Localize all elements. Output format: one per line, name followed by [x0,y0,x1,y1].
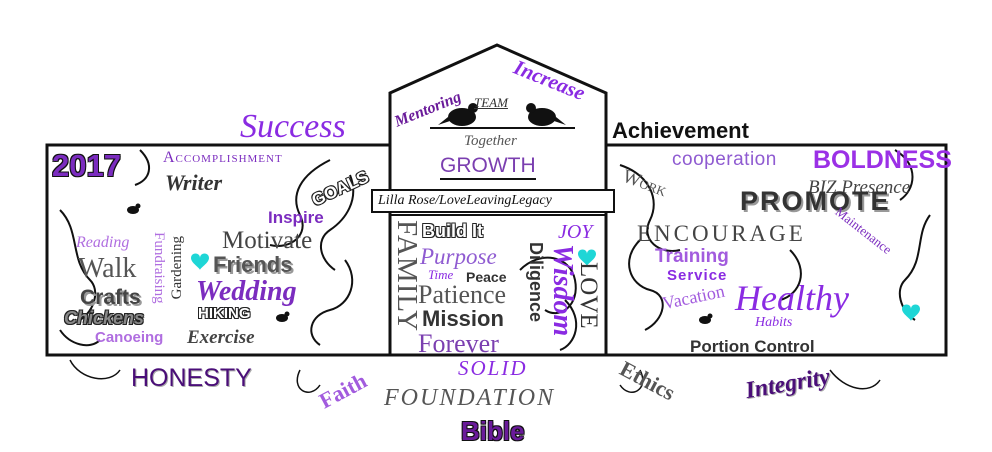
word-team: TEAM [474,95,508,110]
word-honesty: HONESTY [131,364,252,392]
banner-text: Lilla Rose/LoveLeavingLegacy [378,193,552,208]
word-2017: 2017 [52,148,121,183]
word-together: Together [464,133,517,149]
word-healthy: Healthy [735,278,849,318]
word-forever: Forever [418,329,499,358]
word-peace: Peace [466,269,507,285]
word-family: FAMILY [391,220,423,333]
word-wedding: Wedding [196,276,297,307]
word-accomplishment: Accomplishment [163,149,283,166]
word-chickens: Chickens [64,308,145,328]
vine-icon [69,359,881,393]
word-foundation: FOUNDATION [384,385,556,411]
word-motivate: Motivate [222,227,313,254]
word-patience: Patience [418,280,507,309]
word-growth: GROWTH [440,155,536,180]
word-reading: Reading [76,234,130,251]
word-fundraising: Fundraising [151,232,167,304]
bird-icon [438,103,478,126]
word-habits: Habits [755,315,793,330]
word-encourage: ENCOURAGE [637,221,806,246]
word-love: LOVE [575,262,602,329]
bird-icon [127,203,713,324]
word-hiking: HIKING [198,305,251,322]
word-wisdom: Wisdom [547,244,578,337]
word-canoeing: Canoeing [95,329,164,346]
word-crafts: Crafts [80,286,141,309]
word-friends: Friends [213,252,293,277]
word-training: Training [655,246,729,267]
word-promote: PROMOTE [740,186,891,216]
word-achievement: Achievement [612,118,749,143]
word-walk: Walk [78,253,137,284]
center-tower [388,43,608,355]
heart-icon [902,304,920,321]
word-time: Time [428,267,454,282]
word-writer: Writer [165,170,223,195]
vine-icon [59,149,355,347]
word-mission: Mission [422,306,504,331]
word-inspire: Inspire [268,208,324,227]
word-cooperation: cooperation [672,149,777,170]
word-boldness: BOLDNESS [813,146,952,174]
heart-icon [191,253,209,270]
word-success: Success [240,108,346,145]
word-gardening: Gardening [169,236,185,300]
vine-icon [619,149,931,331]
banner-box [371,189,615,213]
word-build-it: Build It [422,221,483,241]
word-joy: JOY [558,221,593,243]
word-purpose: Purpose [420,244,497,269]
heart-icon [578,249,596,266]
word-diligence: Diligence [526,242,546,323]
bird-icon [526,103,566,126]
word-exercise: Exercise [187,327,255,348]
word-biz-presence: BIZ Presence [808,177,911,198]
vine-icon [519,256,578,351]
word-service: Service [667,267,728,284]
word-portion-control: Portion Control [690,337,815,356]
word-bible: Bible [461,416,525,446]
word-solid: SOLID [458,356,528,380]
